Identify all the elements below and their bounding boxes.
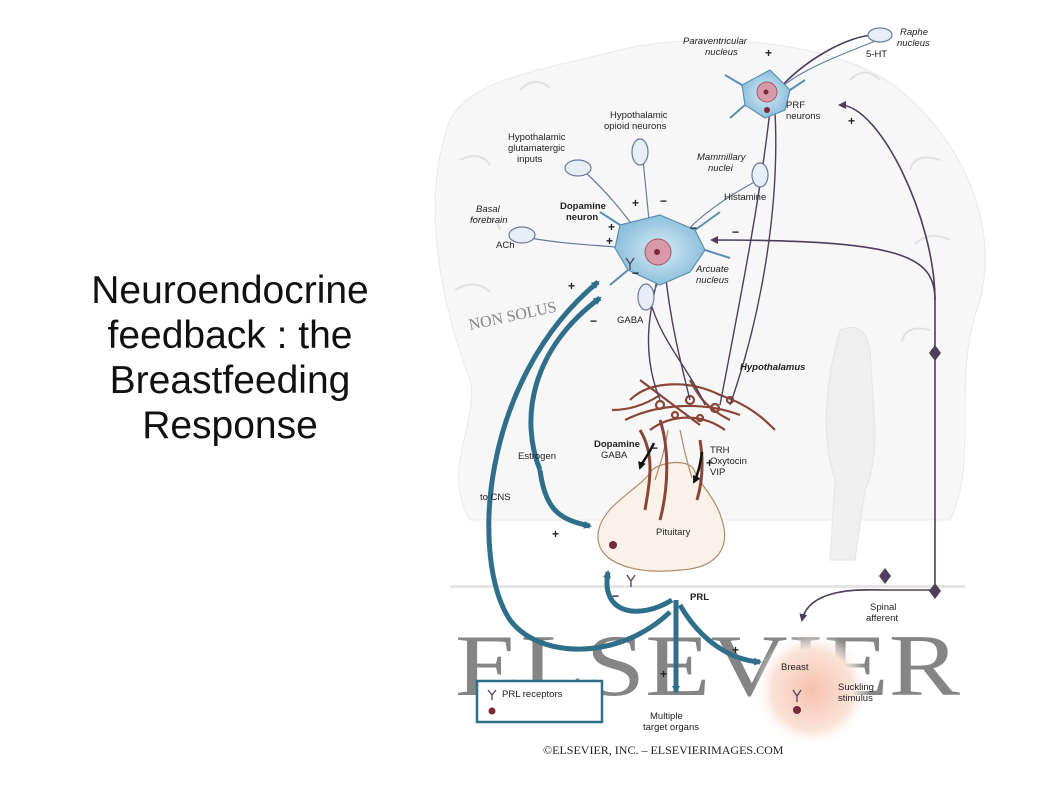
label-gaba: GABA: [617, 315, 644, 326]
sign-minus-histamine: −: [690, 221, 697, 235]
sign-minus-prl: −: [612, 589, 619, 603]
sign-plus-estrogen: +: [552, 527, 559, 541]
sign-minus-prf-feedback: −: [732, 225, 739, 239]
label-trh: TRH Oxytocin VIP: [710, 445, 750, 478]
sign-plus-organs: +: [660, 667, 667, 681]
label-opioid: Hypothalamic opioid neurons: [604, 110, 670, 132]
watermark-band: [450, 585, 965, 588]
glutamatergic-neuron: [564, 159, 592, 177]
signs: + + + − − + + − − + − − + + − + +: [552, 46, 855, 681]
legend-receptor-icon: [487, 689, 497, 700]
label-pituitary: Pituitary: [656, 527, 691, 538]
label-spinal: Spinal afferent: [866, 602, 899, 624]
sign-plus-glut: +: [608, 220, 615, 234]
spinal-synapse-2: [929, 583, 941, 599]
label-paraventricular: Paraventricular nucleus: [683, 36, 750, 58]
breast-glow: [754, 632, 870, 748]
label-arcuate: Arcuate nucleus: [695, 264, 731, 286]
legend-cell-icon: [488, 707, 496, 715]
basal-forebrain-neuron: [508, 226, 536, 244]
title-line-1: Neuroendocrine: [91, 269, 369, 312]
raphe-neuron: [867, 27, 893, 43]
label-raphe: Raphe nucleus: [897, 27, 931, 49]
spinal-synapse-3: [879, 568, 891, 584]
label-histamine: Histamine: [724, 192, 766, 203]
prl-receptor-markers: [625, 257, 802, 702]
label-breast: Breast: [781, 662, 809, 673]
legend-label: PRL receptors: [502, 689, 563, 700]
portal-vessels: [638, 419, 704, 521]
label-prl: PRL: [690, 592, 709, 603]
label-multiple: Multiple target organs: [643, 711, 699, 733]
sign-plus-breast: +: [732, 643, 739, 657]
prf-neuron-cell: [724, 69, 806, 119]
label-glutamatergic: Hypothalamic glutamatergic inputs: [508, 132, 568, 165]
sign-minus-gaba: −: [632, 266, 639, 280]
label-mammillary: Mammillary nuclei: [697, 152, 748, 174]
label-to-cns: to CNS: [480, 492, 511, 503]
credit-line: ©ELSEVIER, INC. – ELSEVIERIMAGES.COM: [543, 743, 784, 757]
slide-title: Neuroendocrine feedback : the Breastfeed…: [30, 268, 430, 448]
label-ach: ACh: [496, 240, 514, 251]
opioid-neuron: [631, 138, 649, 166]
sign-minus-dopamine: −: [651, 441, 658, 455]
label-suckling: Suckling stimulus: [838, 682, 877, 704]
label-prf: PRF neurons: [786, 100, 821, 122]
mammillary-neuron: [751, 162, 769, 188]
dopamine-neuron-cell: [599, 211, 731, 286]
label-5ht: 5-HT: [866, 49, 887, 60]
breast-cell: [793, 706, 801, 714]
sign-plus-trh: +: [706, 456, 713, 470]
sign-plus-cns: +: [568, 279, 575, 293]
label-hypothalamus: Hypothalamus: [740, 362, 805, 373]
label-dopamine-gaba: Dopamine GABA: [594, 439, 643, 461]
watermark-figure: [825, 327, 876, 561]
sign-plus-opioid-left: +: [632, 196, 639, 210]
pituitary-cell: [609, 541, 617, 549]
sign-plus-paraventricular: +: [765, 46, 772, 60]
trh-arrow: [692, 451, 704, 484]
title-line-4: Response: [142, 404, 318, 447]
sign-plus-ach: +: [606, 234, 613, 248]
sign-minus-opioid: −: [660, 194, 667, 208]
sign-minus-estrogen: −: [590, 314, 597, 328]
title-line-3: Breastfeeding: [109, 359, 351, 402]
dopamine-arrow: [638, 442, 656, 470]
label-dopamine-neuron: Dopamine neuron: [560, 201, 609, 223]
sign-plus-prf: +: [848, 114, 855, 128]
legend-box: [475, 679, 604, 724]
title-line-2: feedback : the: [107, 314, 353, 357]
spinal-synapse-1: [929, 345, 941, 361]
hypothalamus-plexus: [611, 379, 776, 431]
gaba-neuron: [637, 283, 655, 311]
pituitary-stalk: [654, 429, 693, 481]
feedback-arrows: [486, 280, 762, 694]
watermark-leaves: [454, 71, 951, 343]
label-basal: Basal forebrain: [470, 204, 508, 226]
label-estrogen: Estrogen: [518, 451, 556, 462]
